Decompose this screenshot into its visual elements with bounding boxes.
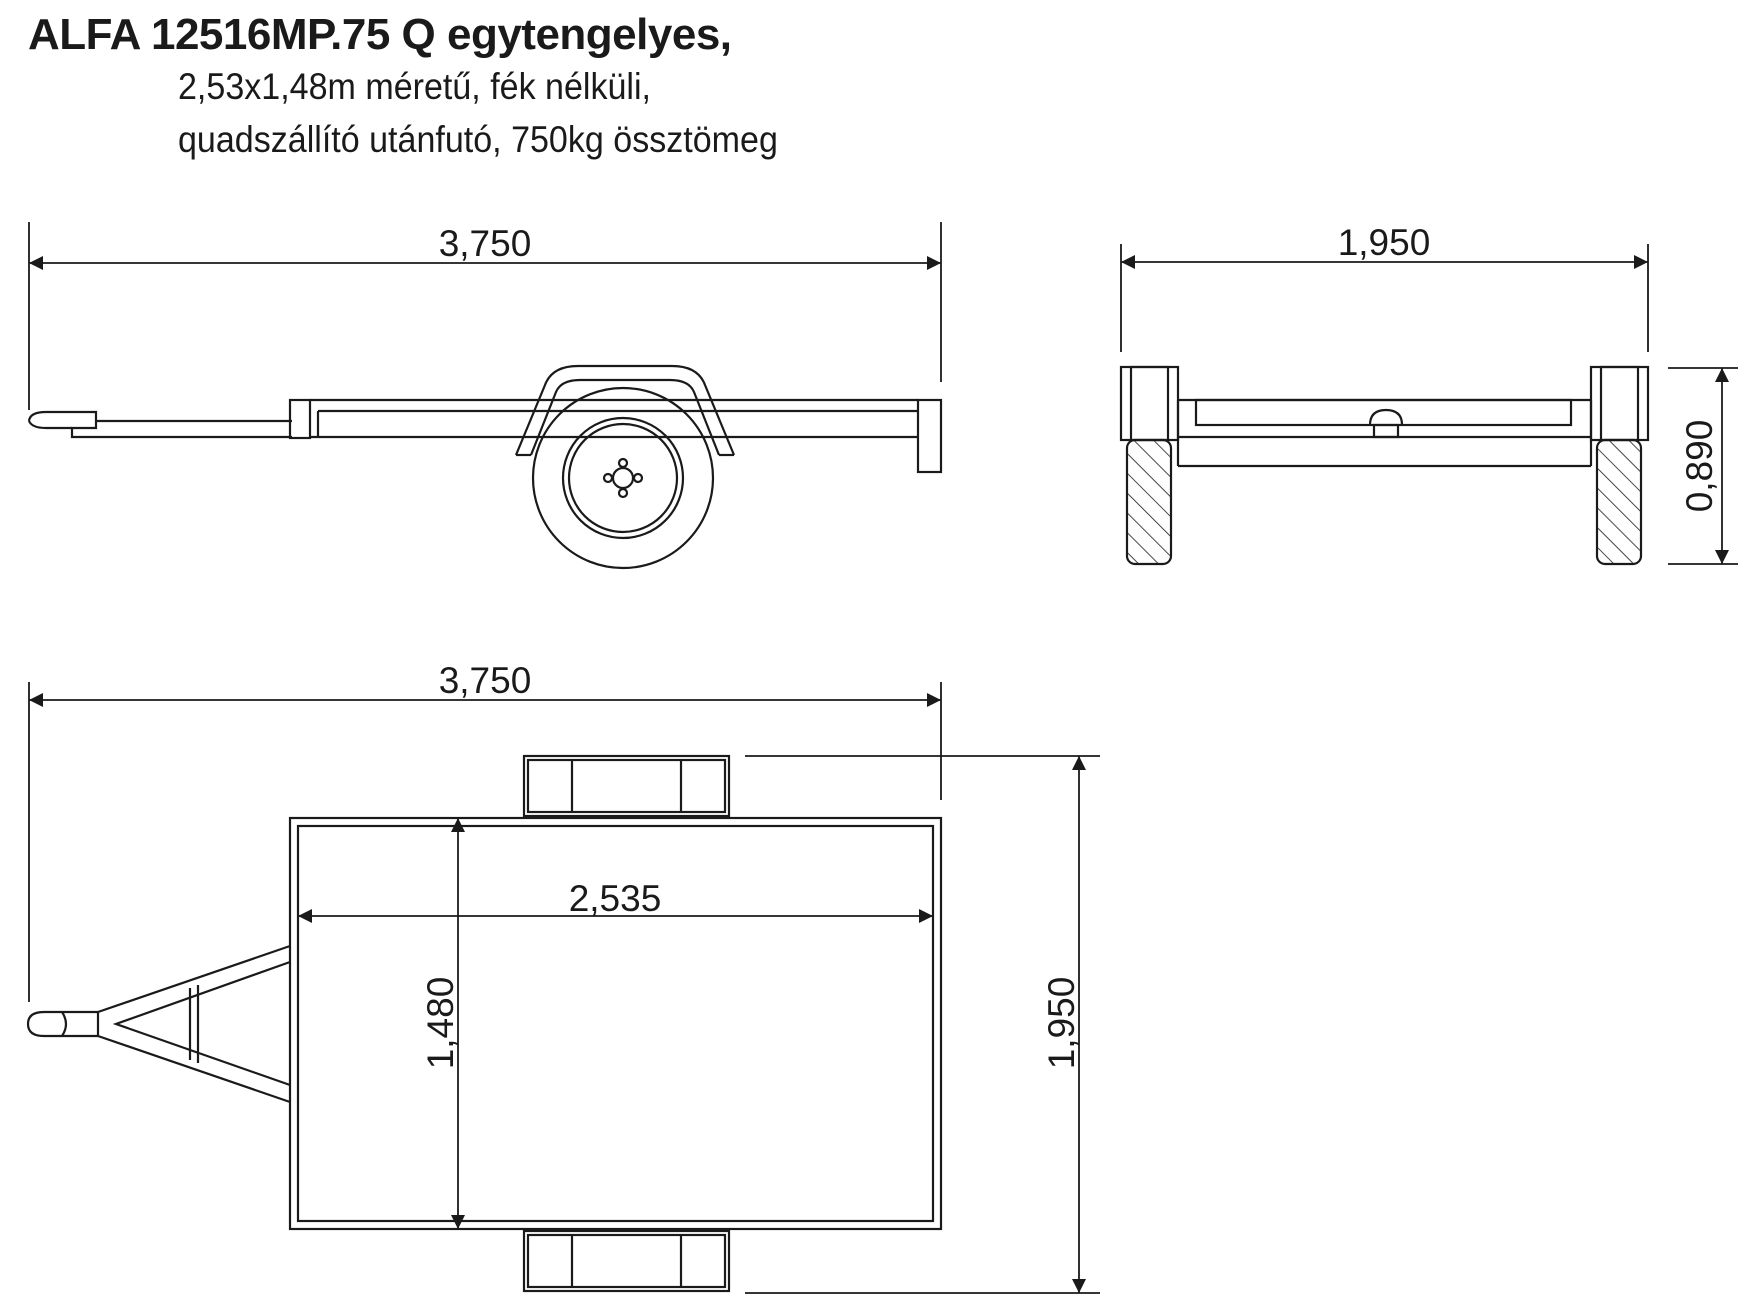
top-length-label: 3,750 (439, 660, 532, 701)
overall-width-label: 1,950 (1041, 977, 1082, 1070)
bed-length-dimension: 2,535 (298, 878, 933, 923)
drawing-title: ALFA 12516MP.75 Q egytengelyes, (28, 10, 732, 59)
drawing-subtitle-line2: quadszállító utánfutó, 750kg össztömeg (178, 119, 778, 160)
rear-frame (1176, 398, 1593, 468)
side-drawbar (27, 410, 292, 439)
top-wheel-lower (522, 1229, 731, 1293)
bed-width-label: 1,480 (420, 977, 461, 1070)
side-view: 3,750 (27, 222, 943, 570)
side-length-dimension: 3,750 (28, 222, 942, 410)
drawing-subtitle-line1: 2,53x1,48m méretű, fék nélküli, (178, 66, 652, 107)
rear-height-label: 0,890 (1679, 420, 1720, 513)
top-drawbar (26, 944, 291, 1104)
top-view: 3,750 (26, 660, 1100, 1294)
side-wheel (531, 386, 715, 570)
rear-width-label: 1,950 (1338, 222, 1431, 263)
overall-width-dimension: 1,950 (745, 755, 1100, 1294)
rear-right-wheel (1589, 365, 1650, 566)
rear-view: 1,950 0,890 (1119, 222, 1738, 566)
top-length-dimension: 3,750 (28, 660, 942, 1002)
top-bed (288, 816, 943, 1231)
side-frame (288, 398, 943, 474)
rear-height-dimension: 0,890 (1668, 367, 1738, 565)
rear-width-dimension: 1,950 (1120, 222, 1649, 352)
side-length-label: 3,750 (439, 223, 532, 264)
bed-length-label: 2,535 (569, 878, 662, 919)
top-wheel-upper (522, 754, 731, 818)
side-fender (514, 364, 736, 457)
bed-width-dimension: 1,480 (420, 818, 465, 1229)
rear-left-wheel (1119, 365, 1180, 566)
